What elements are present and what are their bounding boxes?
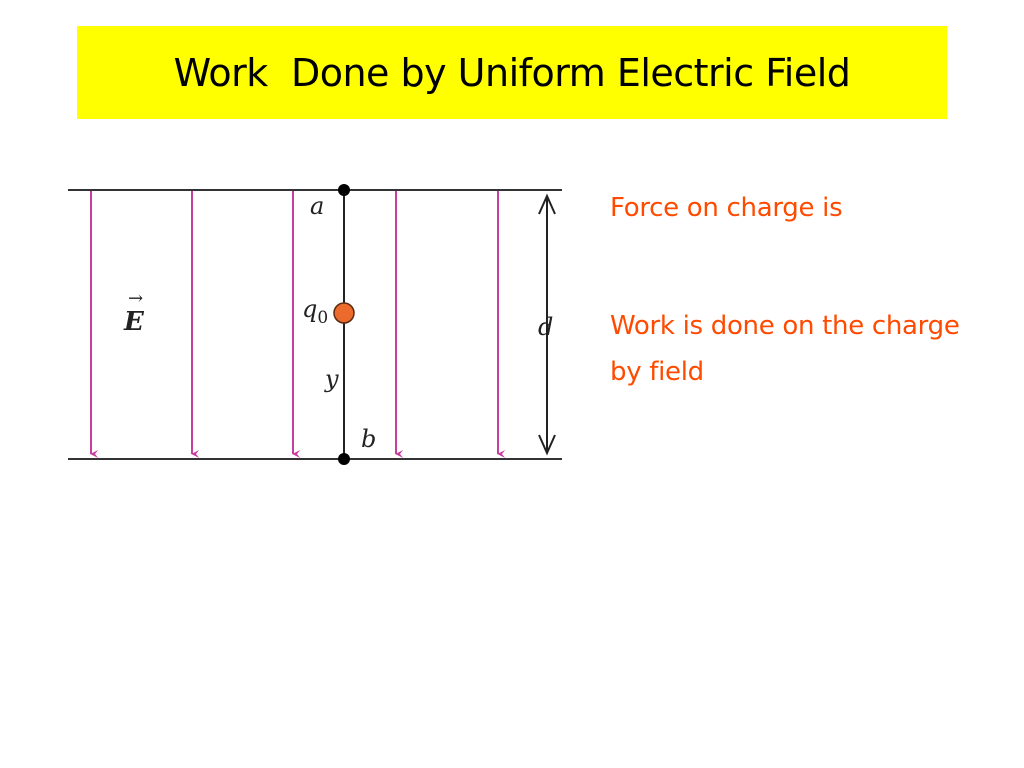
label-d: d — [538, 313, 553, 341]
field-vector-arrow: → — [128, 288, 143, 309]
title-box: Work Done by Uniform Electric Field — [77, 26, 947, 119]
electric-field-diagram: a b y d q0 → E — [68, 184, 562, 465]
bullet-work: Work is done on the charge by field — [610, 311, 960, 387]
distance-arrow-top-head — [538, 193, 556, 215]
charge-label-subscript: 0 — [317, 308, 328, 328]
distance-arrow-bottom-head — [538, 434, 556, 456]
charge-label: q0 — [302, 295, 328, 328]
charge-label-q: q — [302, 295, 317, 323]
label-y: y — [324, 365, 339, 393]
label-b: b — [361, 425, 376, 453]
slide-title: Work Done by Uniform Electric Field — [173, 50, 851, 95]
field-label-e: E — [123, 307, 145, 337]
bullet-force: Force on charge is — [610, 193, 843, 223]
point-b-dot — [338, 453, 350, 465]
label-a: a — [310, 192, 324, 220]
point-a-dot — [338, 184, 350, 196]
charge-q0 — [333, 302, 355, 324]
